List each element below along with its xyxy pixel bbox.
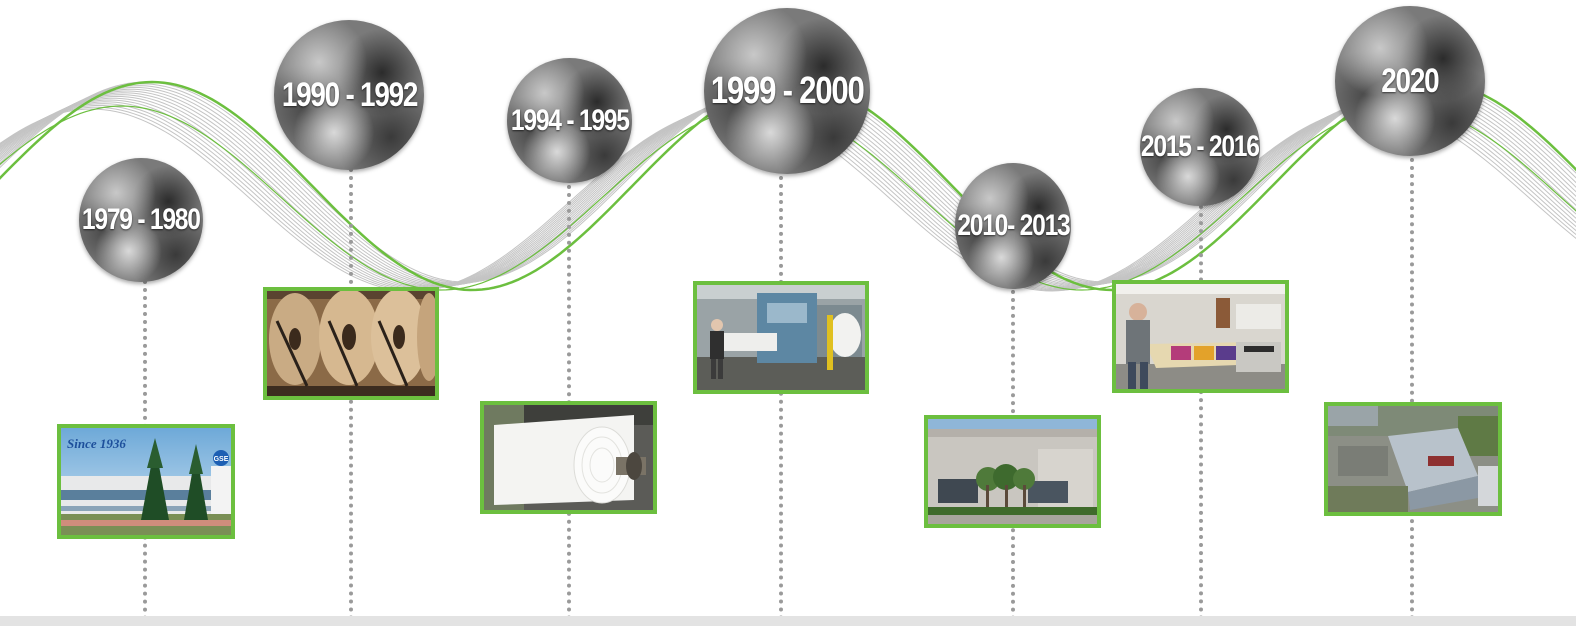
year-bubble-1994[interactable]: 1994 - 1995 bbox=[507, 58, 632, 183]
photo-large-format-printer[interactable] bbox=[1112, 280, 1289, 393]
year-label: 2015 - 2016 bbox=[1141, 130, 1260, 163]
footer-bar bbox=[0, 616, 1576, 626]
year-bubble-2020[interactable]: 2020 bbox=[1335, 6, 1485, 156]
connector-line-1999 bbox=[779, 176, 783, 620]
year-label: 2020 bbox=[1381, 61, 1439, 100]
year-label: 1999 - 2000 bbox=[710, 69, 865, 112]
connector-line-2015 bbox=[1199, 205, 1203, 620]
year-bubble-1999[interactable]: 1999 - 2000 bbox=[704, 8, 870, 174]
connector-line-2020 bbox=[1410, 158, 1414, 620]
year-label: 1994 - 1995 bbox=[510, 103, 630, 137]
year-label: 2010- 2013 bbox=[956, 209, 1070, 242]
photo-white-paper-roll[interactable] bbox=[480, 401, 657, 514]
year-bubble-2015[interactable]: 2015 - 2016 bbox=[1140, 88, 1260, 206]
photo-office-building[interactable] bbox=[924, 415, 1101, 528]
logo-text: GSE bbox=[214, 456, 229, 463]
year-bubble-2010[interactable]: 2010- 2013 bbox=[955, 163, 1071, 289]
photo-brown-paper-rolls[interactable] bbox=[263, 287, 439, 400]
photo-paper-production-machine[interactable] bbox=[693, 281, 869, 394]
year-bubble-1979[interactable]: 1979 - 1980 bbox=[79, 158, 203, 282]
photo-factory-building[interactable]: GSE Since 1936 bbox=[57, 424, 235, 539]
photo-aerial-facility[interactable] bbox=[1324, 402, 1502, 516]
since-sign-text: Since 1936 bbox=[67, 436, 126, 451]
year-bubble-1990[interactable]: 1990 - 1992 bbox=[274, 20, 424, 170]
year-label: 1990 - 1992 bbox=[281, 75, 418, 114]
year-label: 1979 - 1980 bbox=[82, 203, 201, 236]
